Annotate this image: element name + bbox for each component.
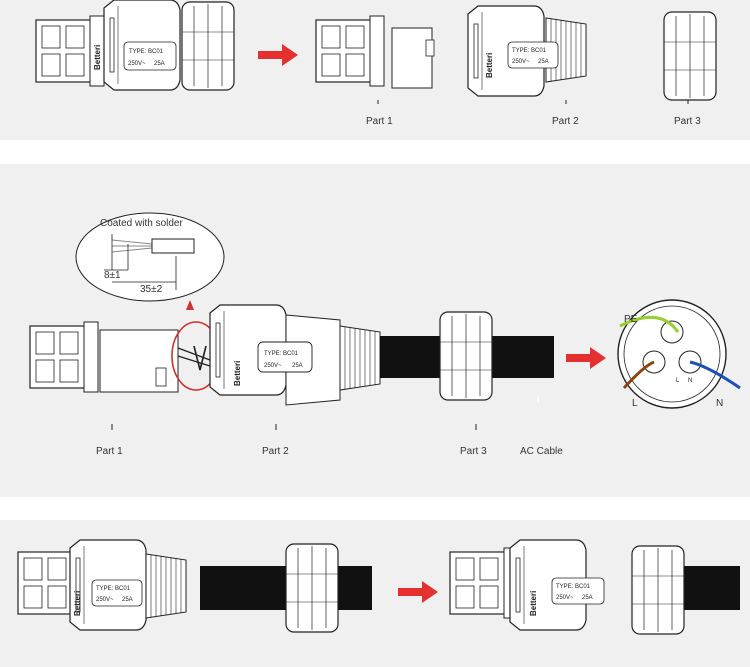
strip-length-label: 8±1 [104,270,121,281]
part2-top: Betteri TYPE: BC01 250V~ 25A Part 2 [467,5,587,127]
svg-text:25A: 25A [538,59,549,65]
part2-label-mid: Part 2 [262,446,289,457]
part1-mid: Part 1 [29,321,179,457]
solder-detail-callout: Coated with solder 8±1 35±2 [75,212,225,302]
part3-label-mid: Part 3 [460,446,487,457]
part2-mid: Betteri TYPE: BC01 250V~ 25A Part 2 [209,304,381,457]
svg-text:Betteri: Betteri [233,361,242,386]
svg-text:Betteri: Betteri [529,591,538,616]
part1-label-mid: Part 1 [96,446,123,457]
svg-text:TYPE: BC01: TYPE: BC01 [96,586,131,592]
assembled-connector-top: Betteri TYPE: BC01 250V~ 25A [35,0,235,91]
part2-label-top: Part 2 [552,116,579,127]
pin-l-label: L [676,378,680,384]
part3-top: Part 3 [663,11,717,127]
svg-text:TYPE: BC01: TYPE: BC01 [512,48,547,54]
svg-text:TYPE: BC01: TYPE: BC01 [264,351,299,357]
rating-voltage: 250V~ [128,61,146,67]
n-label: N [716,398,723,409]
pin-wiring-diagram: PE L N L N [617,299,741,409]
n-wire [689,360,741,390]
part3-mid: Part 3 [439,311,493,457]
ac-cable-label: AC Cable [520,446,563,457]
total-length-label: 35±2 [140,284,163,295]
part3-label-top: Part 3 [674,116,701,127]
part1-label-top: Part 1 [366,116,393,127]
part1-top: Part 1 [315,15,435,127]
pe-wire [619,315,680,333]
fully-assembled-connector: Betteri TYPE: BC01 250V~ 25A [449,539,740,635]
rating-current: 25A [154,61,165,67]
svg-text:250V~: 250V~ [556,595,574,601]
svg-text:250V~: 250V~ [264,363,282,369]
svg-text:25A: 25A [582,595,593,601]
svg-text:25A: 25A [122,597,133,603]
red-arrow-3 [398,581,438,603]
svg-text:25A: 25A [292,363,303,369]
svg-text:250V~: 250V~ [512,59,530,65]
svg-text:250V~: 250V~ [96,597,114,603]
pin-n-label: N [688,378,692,384]
brand-label: Betteri [93,45,102,70]
red-arrow-1 [258,44,298,66]
callout-pointer [186,300,194,310]
svg-text:Betteri: Betteri [485,53,494,78]
ac-cable-bottom-right [680,566,740,610]
coated-label: Coated with solder [100,218,183,229]
l-wire [622,360,655,390]
red-arrow-2 [566,347,606,369]
partially-assembled-connector: Betteri TYPE: BC01 250V~ 25A [17,539,372,633]
l-label: L [632,398,638,409]
svg-text:TYPE: BC01: TYPE: BC01 [556,584,591,590]
pe-label: PE [624,314,638,325]
svg-text:Betteri: Betteri [73,591,82,616]
type-label: TYPE: BC01 [129,49,164,55]
